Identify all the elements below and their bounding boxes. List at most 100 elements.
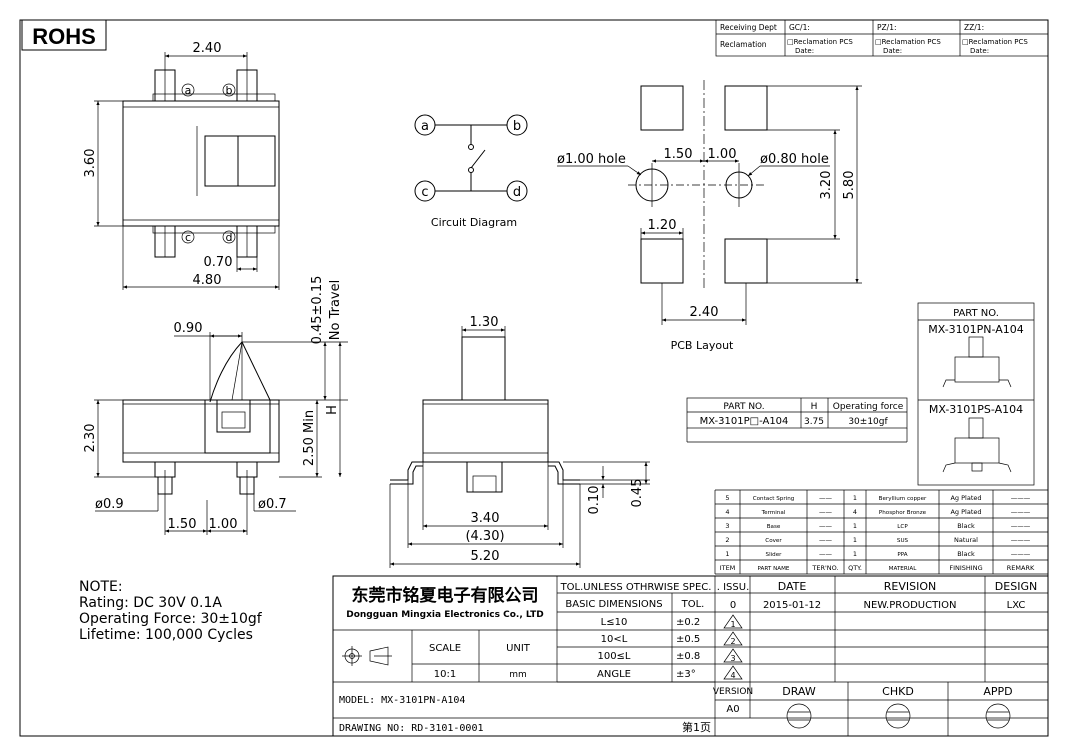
version-label: VERSION <box>713 687 753 697</box>
revision-value: NEW.PRODUCTION <box>864 600 957 611</box>
page-number: 第1页 <box>682 720 711 734</box>
part-table-header-force: Operating force <box>833 402 904 412</box>
side-dim-250: 2.50 Min <box>302 410 317 466</box>
reclamation-label: Reclamation <box>720 40 767 49</box>
dim-480: 4.80 <box>193 273 222 288</box>
side-dim-phi07: ø0.7 <box>258 497 287 512</box>
side-dim-090: 0.90 <box>174 321 203 336</box>
tol-row-1-range: L≤10 <box>601 617 628 628</box>
note-title: NOTE: <box>79 579 123 595</box>
pcb-dim-320: 3.20 <box>819 171 834 200</box>
dim-240-top: 2.40 <box>193 41 222 56</box>
tol-row-4-value: ±3° <box>676 669 696 680</box>
reclamation-date-1: Date: <box>795 47 814 55</box>
reclamation-pcs-1: □Reclamation PCS <box>787 38 853 46</box>
bom-cell: —— <box>819 536 833 544</box>
part-no-box: PART NO. MX-3101PN-A104 MX-3101PS-A104 <box>917 302 1035 486</box>
part-table-header-h: H <box>811 402 818 412</box>
design-value: LXC <box>1007 600 1026 611</box>
part-table-header-part: PART NO. <box>723 402 764 412</box>
pcb-dim-580: 5.80 <box>842 171 857 200</box>
bom-cell: 5 <box>725 494 729 502</box>
notes: NOTE: Rating: DC 30V 0.1A Operating Forc… <box>79 579 263 643</box>
draw-label: DRAW <box>782 685 816 698</box>
reclamation-date-2: Date: <box>883 47 902 55</box>
bom-cell: Beryllium copper <box>879 496 927 502</box>
bom-cell: PPA <box>897 552 907 558</box>
bom-cell: Contact Spring <box>753 496 795 502</box>
bom-cell: —— <box>819 550 833 558</box>
scale-label: SCALE <box>429 643 461 654</box>
front-dim-130: 1.30 <box>470 315 499 330</box>
bom-cell: Cover <box>765 538 782 544</box>
dim-360: 3.60 <box>83 149 98 178</box>
bom-cell: ——— <box>1011 508 1031 516</box>
drawing-number: DRAWING NO: RD-3101-0001 <box>339 723 484 734</box>
side-no-travel: No Travel <box>328 280 343 340</box>
company-name-cn: 东莞市铭夏电子有限公司 <box>352 585 539 606</box>
date-label: DATE <box>778 580 807 593</box>
note-line-rating: Rating: DC 30V 0.1A <box>79 595 222 611</box>
rev-mark-4-icon <box>723 665 743 680</box>
bom-cell: Ag Plated <box>950 508 981 516</box>
bom-cell: 2 <box>725 536 729 544</box>
front-dim-520: 5.20 <box>471 549 500 564</box>
part-table-force-value: 30±10gf <box>848 417 888 427</box>
title-block: 东莞市铭夏电子有限公司 Dongguan Mingxia Electronics… <box>332 575 1049 737</box>
rev-mark-2-icon <box>723 631 743 646</box>
version-value: A0 <box>726 704 739 715</box>
tol-title: TOL.UNLESS OTHRWISE SPEC. <box>560 582 712 593</box>
bom-cell: 1 <box>853 522 857 530</box>
unit-label: UNIT <box>506 643 531 654</box>
pin-a-label: a <box>185 84 192 97</box>
dim-070: 0.70 <box>204 255 233 270</box>
tol-row-1-value: ±0.2 <box>676 617 700 628</box>
part-h-table: PART NO. H Operating force MX-3101P□-A10… <box>686 397 908 443</box>
bom-cell: Base <box>767 524 781 530</box>
note-line-lifetime: Lifetime: 100,000 Cycles <box>79 627 253 643</box>
svg-text:ROHS: ROHS <box>32 24 96 49</box>
rohs-logo: ROHS <box>21 19 107 51</box>
bom-cell: PART NAME <box>758 566 790 572</box>
bom-cell: —— <box>819 522 833 530</box>
chkd-label: CHKD <box>882 685 914 698</box>
bom-cell: SUS <box>897 538 909 544</box>
bom-cell: 1 <box>725 550 729 558</box>
side-dim-phi09: ø0.9 <box>95 497 124 512</box>
bom-cell: Natural <box>954 536 978 544</box>
pin-b-label: b <box>226 84 233 97</box>
side-dim-150: 1.50 <box>168 517 197 532</box>
bom-cell: ITEM <box>720 564 736 572</box>
tol-row-3-range: 100≤L <box>597 651 630 662</box>
side-dim-100: 1.00 <box>209 517 238 532</box>
bom-cell: Black <box>957 550 975 558</box>
bom-cell: Slider <box>766 552 783 558</box>
tol-row-2-value: ±0.5 <box>676 634 700 645</box>
svg-text:1: 1 <box>730 620 735 629</box>
front-dim-430: (4.30) <box>465 529 504 544</box>
note-line-force: Operating Force: 30±10gf <box>79 611 263 627</box>
bom-cell: REMARK <box>1007 564 1035 572</box>
bom-cell: ——— <box>1011 536 1031 544</box>
front-view: 1.30 3.40 (4.30) 5.20 0.10 0.45 <box>389 315 650 568</box>
side-view: 0.90 0.45±0.15 No Travel H 2.50 Min 2.30… <box>83 276 348 535</box>
company-name-en: Dongguan Mingxia Electronics Co., LTD <box>346 610 543 620</box>
circuit-node-c: c <box>421 185 428 200</box>
pcb-dim-150: 1.50 <box>664 147 693 162</box>
design-label: DESIGN <box>995 580 1037 593</box>
bom-table: 5 Contact Spring —— 1 Beryllium copper Ag Pla… <box>714 489 1049 575</box>
bom-cell: 3 <box>725 522 729 530</box>
bom-cell: Phosphor Bronze <box>879 510 927 516</box>
bom-cell: 4 <box>725 508 729 516</box>
circuit-node-b: b <box>513 119 521 134</box>
issu-value: 0 <box>730 600 736 611</box>
tol-row-4-range: ANGLE <box>597 669 631 680</box>
bom-cell: LCP <box>897 524 908 530</box>
receiving-block: Receiving Dept GC/1: PZ/1: ZZ/1: Reclama… <box>715 19 1049 57</box>
bom-cell: Black <box>957 522 975 530</box>
pz-label: PZ/1: <box>877 23 897 32</box>
rev-mark-3-icon <box>723 648 743 663</box>
rev-mark-1-icon <box>723 614 743 629</box>
